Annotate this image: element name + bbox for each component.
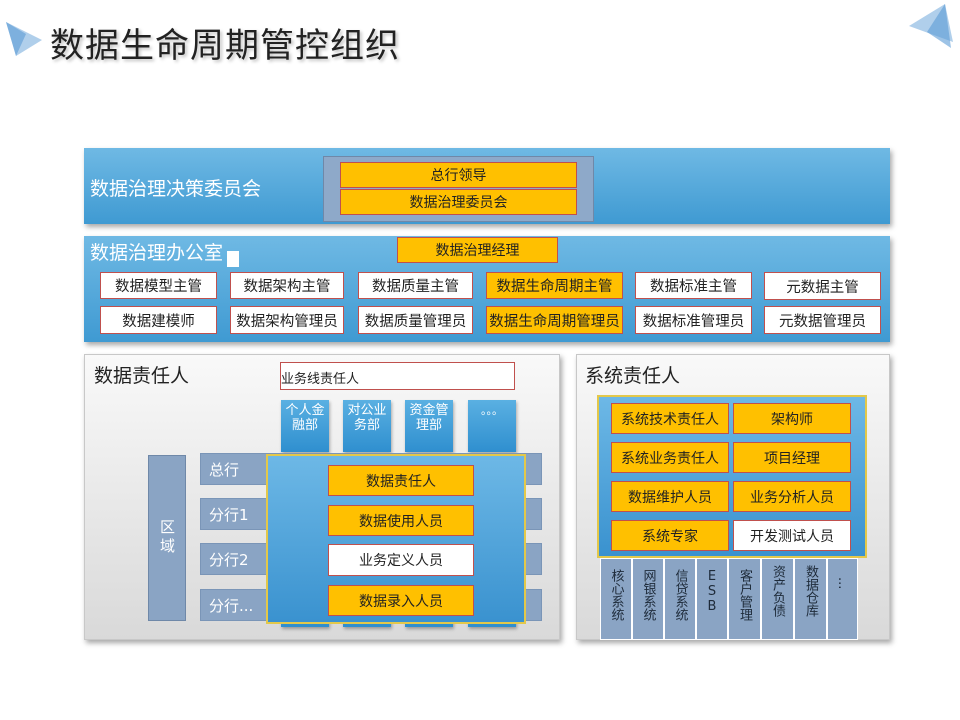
system-column: 资产负债 — [761, 558, 794, 640]
region-label: 区域 — [158, 519, 176, 557]
office-role-box: 数据质量管理员 — [358, 306, 473, 334]
system-name: ESB — [704, 569, 720, 614]
office-label: 数据治理办公室 — [90, 242, 224, 264]
system-name: 资产负债 — [770, 565, 785, 617]
office-role-box: 数据质量主管 — [358, 272, 473, 299]
office-role-box: 数据标准主管 — [635, 272, 752, 299]
system-name: 核心系统 — [608, 569, 624, 621]
system-role-box: 系统业务责任人 — [611, 442, 729, 473]
data-owner-label: 数据责任人 — [94, 365, 190, 387]
department-header: 对公业务部 — [343, 400, 391, 452]
system-column: 核心系统 — [600, 558, 632, 640]
system-name: 客户管理 — [737, 569, 752, 621]
department-header: 资金管理部 — [405, 400, 453, 452]
system-owner-label: 系统责任人 — [585, 365, 681, 387]
office-role-box: 数据生命周期主管 — [486, 272, 623, 299]
committee-label: 数据治理决策委员会 — [90, 178, 262, 200]
department-header: 个人金融部 — [281, 400, 329, 452]
triangle-decoration-icon — [6, 22, 42, 56]
system-column: ESB — [696, 558, 728, 640]
triangle-decoration-icon — [909, 4, 953, 48]
page-title: 数据生命周期管控组织 — [50, 26, 400, 66]
system-name: ... — [835, 577, 850, 590]
region-box: 区域 — [148, 455, 186, 621]
office-role-box: 数据标准管理员 — [635, 306, 752, 334]
data-role-box: 数据责任人 — [328, 465, 474, 496]
system-column: 网银系统 — [632, 558, 664, 640]
system-column: 客户管理 — [728, 558, 761, 640]
office-role-box: 数据架构管理员 — [230, 306, 344, 334]
system-name: 数据仓库 — [803, 565, 818, 617]
system-role-box: 业务分析人员 — [733, 481, 851, 512]
system-name: 网银系统 — [640, 569, 656, 621]
office-role-box: 数据建模师 — [100, 306, 217, 334]
office-label-marker — [227, 251, 239, 267]
system-role-box: 系统专家 — [611, 520, 729, 551]
department-header: 。。。 — [468, 400, 516, 452]
system-role-box: 系统技术责任人 — [611, 403, 729, 434]
system-role-box: 开发测试人员 — [733, 520, 851, 551]
office-role-box: 元数据主管 — [764, 272, 881, 300]
system-role-box: 架构师 — [733, 403, 851, 434]
data-role-box: 数据使用人员 — [328, 505, 474, 536]
office-role-box: 数据架构主管 — [230, 272, 344, 299]
business-line-box: 业务线责任人 — [280, 362, 515, 390]
office-role-box: 数据模型主管 — [100, 272, 217, 299]
leader-box: 总行领导 — [340, 162, 577, 188]
committee-box: 数据治理委员会 — [340, 189, 577, 215]
office-role-box: 元数据管理员 — [764, 306, 881, 334]
governance-manager-box: 数据治理经理 — [397, 237, 558, 263]
data-role-box: 业务定义人员 — [328, 544, 474, 576]
system-name: 信贷系统 — [672, 569, 688, 621]
data-role-box: 数据录入人员 — [328, 585, 474, 616]
system-column: ... — [827, 558, 858, 640]
system-role-box: 项目经理 — [733, 442, 851, 473]
office-role-box: 数据生命周期管理员 — [486, 306, 623, 334]
system-role-box: 数据维护人员 — [611, 481, 729, 512]
system-column: 信贷系统 — [664, 558, 696, 640]
system-column: 数据仓库 — [794, 558, 827, 640]
